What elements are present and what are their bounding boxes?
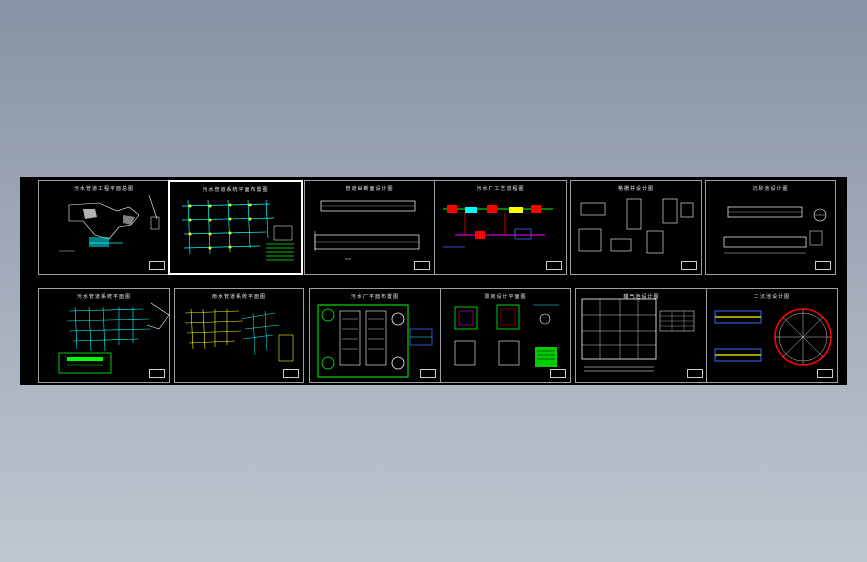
- sheet-11[interactable]: 曝气池设计图: [575, 288, 708, 383]
- sheet-6-drawing: [723, 206, 827, 254]
- title-block: [550, 369, 566, 378]
- sheet-5-drawing: [578, 198, 694, 254]
- title-block: [817, 369, 833, 378]
- sheet-title: 曝气池设计图: [623, 294, 660, 300]
- title-block: [149, 261, 165, 270]
- sheet-8-drawing: [184, 308, 294, 362]
- sheet-title: 管道纵断面设计图: [345, 186, 394, 192]
- sheet-11-drawing: [581, 298, 695, 372]
- title-block: [149, 369, 165, 378]
- sheet-10-drawing: [454, 304, 559, 367]
- title-block: [681, 261, 697, 270]
- sheet-1-drawing: [59, 194, 160, 252]
- sheet-2[interactable]: 污水管道系统平面布置图: [168, 180, 303, 275]
- sheet-7-drawing: [58, 302, 169, 374]
- sheet-12[interactable]: 二沉池设计图: [706, 288, 838, 383]
- sheet-8[interactable]: 雨水管道系统平面图: [174, 288, 304, 383]
- sheet-title: 二沉池设计图: [753, 294, 790, 300]
- sheet-6[interactable]: 沉砂池设计图: [705, 180, 836, 275]
- sheet-7[interactable]: 污水管道系统平面图: [38, 288, 170, 383]
- sheet-title: 沉砂池设计图: [752, 186, 789, 192]
- sheet-4[interactable]: 污水厂工艺流程图: [434, 180, 567, 275]
- sheet-9-drawing: [317, 304, 433, 378]
- title-block: [815, 261, 831, 270]
- sheet-1[interactable]: 污水管道工程平面总图: [38, 180, 170, 275]
- sheet-title: 污水厂工艺流程图: [476, 186, 525, 192]
- title-block: [420, 369, 436, 378]
- sheet-3-drawing: [314, 200, 420, 260]
- sheet-2-drawing: [181, 199, 294, 261]
- sheet-title: 污水管道系统平面布置图: [202, 187, 269, 193]
- cad-drawing-viewport[interactable]: 污水管道工程平面总图 污水管道系统平面布置图: [20, 177, 847, 385]
- title-block: [283, 369, 299, 378]
- title-block: [687, 369, 703, 378]
- sheet-title: 污水厂平面布置图: [350, 294, 399, 300]
- sheet-4-drawing: [443, 205, 553, 248]
- title-block: [414, 261, 430, 270]
- sheet-title: 格栅井设计图: [617, 186, 654, 192]
- sheet-title: 污水管道工程平面总图: [73, 186, 134, 192]
- title-block: [546, 261, 562, 270]
- sheet-title: 泵房设计平面图: [484, 294, 527, 300]
- sheet-12-drawing: [714, 308, 832, 366]
- sheet-title: 污水管道系统平面图: [76, 294, 131, 300]
- sheet-3[interactable]: 管道纵断面设计图: [304, 180, 435, 275]
- sheet-5[interactable]: 格栅井设计图: [570, 180, 702, 275]
- sheet-10[interactable]: 泵房设计平面图: [440, 288, 571, 383]
- sheet-title: 雨水管道系统平面图: [211, 294, 266, 300]
- sheet-9[interactable]: 污水厂平面布置图: [309, 288, 441, 383]
